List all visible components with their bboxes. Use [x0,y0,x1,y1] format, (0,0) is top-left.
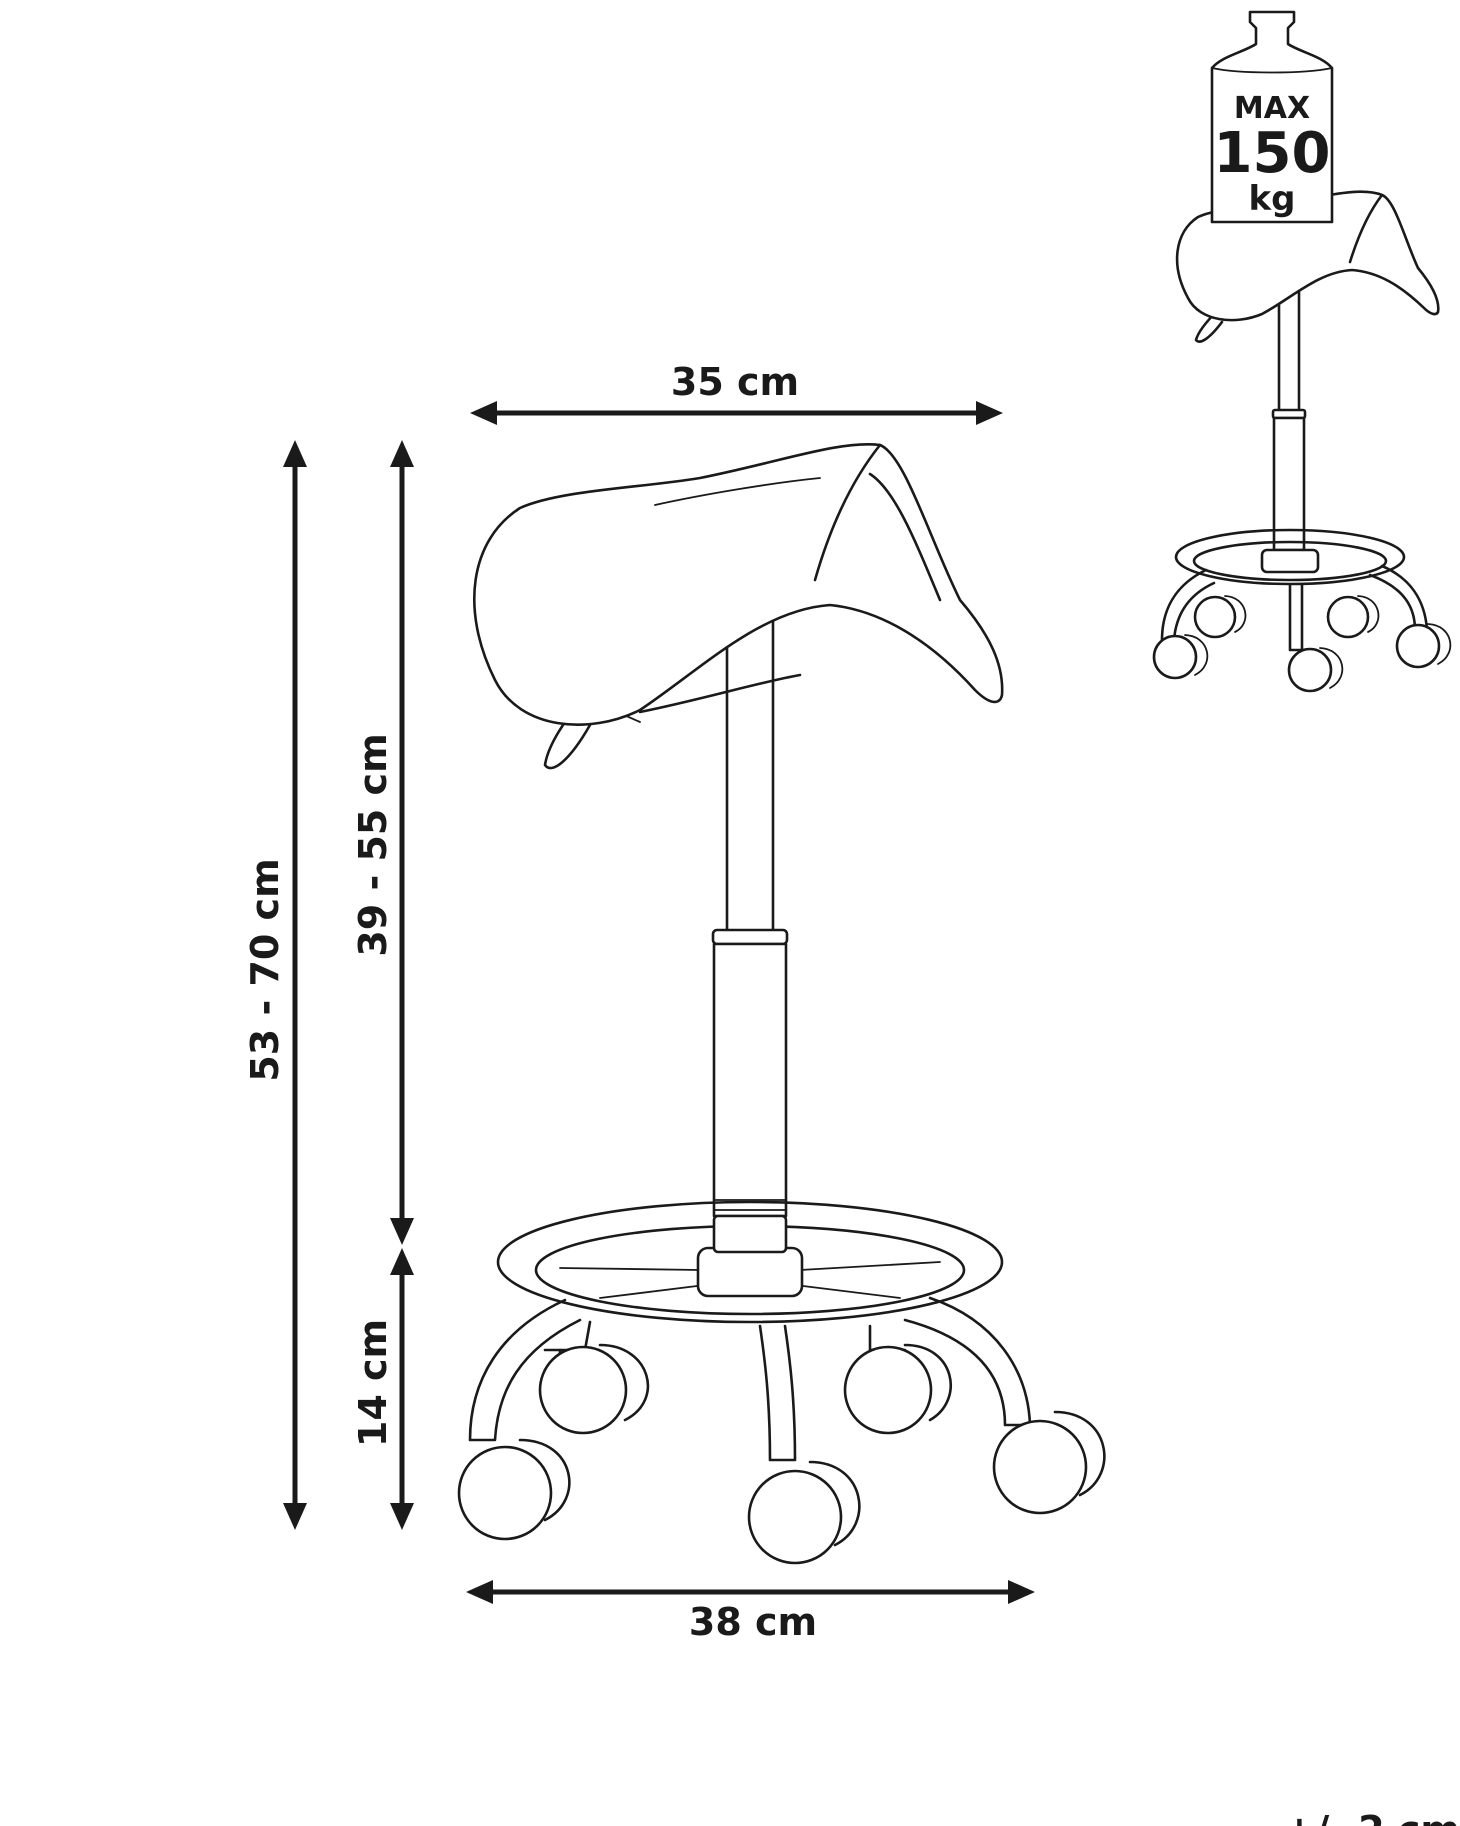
max-load-line1: MAX [1234,91,1310,126]
max-load-line2: 150 [1214,121,1331,186]
base-width-arrow [466,1580,1035,1604]
stool-thumbnail-drawing [1152,190,1452,693]
total-height-arrow [283,440,307,1530]
seat-height-arrow [390,440,414,1245]
seat-height-label: 39 - 55 cm [351,733,395,956]
footrest-height-label: 14 cm [351,1319,395,1447]
caster-wheels [457,1343,1106,1565]
dimension-arrows [283,401,1035,1604]
tolerance-label: +/- 2 cm [1283,1808,1460,1826]
base-width-label: 38 cm [689,1600,817,1644]
seat-width-label: 35 cm [671,360,799,404]
max-load-line3: kg [1249,179,1296,219]
footrest-height-arrow [390,1248,414,1530]
seat-width-arrow [470,401,1003,425]
stool-main-drawing [457,443,1106,1565]
max-load-weight: MAX 150 kg [1210,10,1334,224]
total-height-label: 53 - 70 cm [243,858,287,1081]
